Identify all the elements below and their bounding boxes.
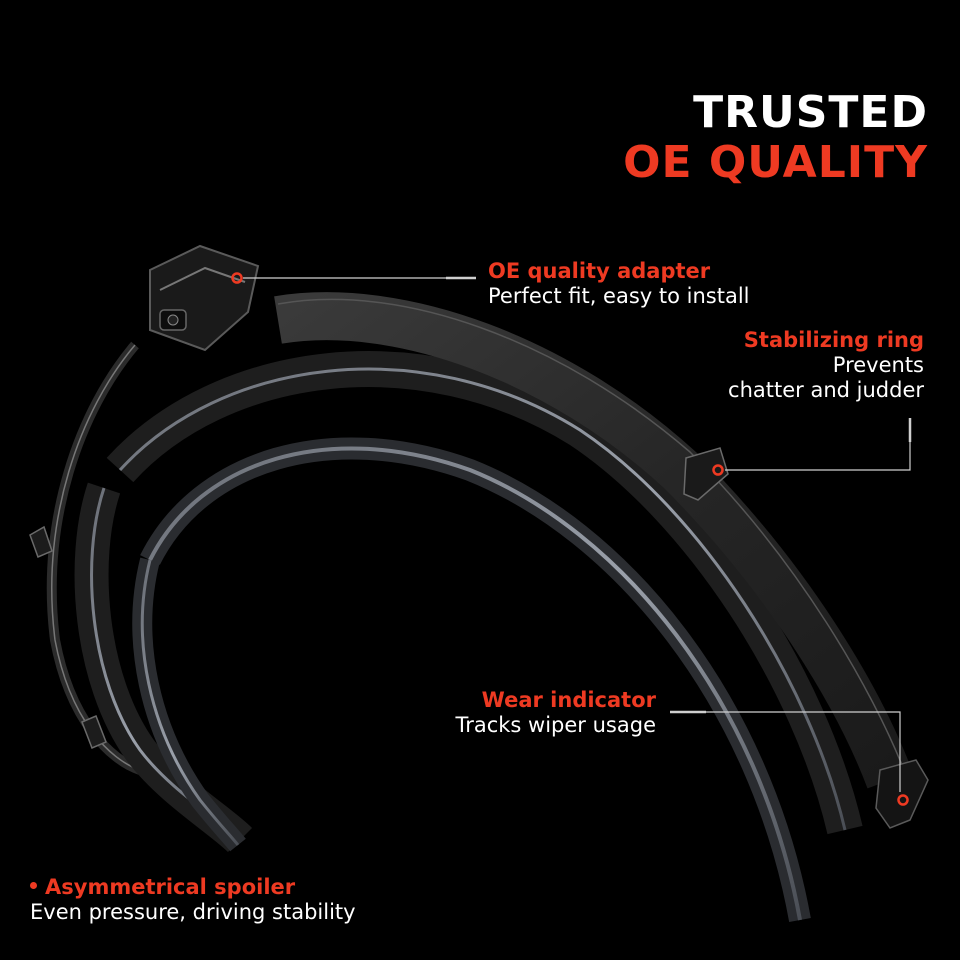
callout-spoiler-title: Asymmetrical spoiler (30, 875, 356, 900)
ring-marker-icon (712, 464, 724, 476)
callout-adapter: OE quality adapter Perfect fit, easy to … (488, 259, 750, 309)
callout-ring-title: Stabilizing ring (743, 328, 924, 352)
frame-clip-lower (81, 715, 107, 749)
callout-spoiler: Asymmetrical spoiler Even pressure, driv… (30, 875, 356, 925)
headline: TRUSTED OE QUALITY (623, 88, 928, 188)
frame-clip-upper (29, 525, 53, 559)
adapter-part (149, 244, 260, 352)
spoiler-bullet-icon (30, 881, 37, 889)
headline-line-2: OE QUALITY (623, 137, 928, 188)
callout-ring-description-2: chatter and judder (728, 378, 924, 402)
stabilizing-ring-part (683, 447, 729, 501)
callout-ring: Stabilizing ring Prevents chatter and ju… (728, 328, 924, 403)
wear-marker-icon (897, 794, 909, 806)
leader-lines (243, 276, 912, 792)
callout-ring-description-1: Prevents (832, 353, 924, 377)
callout-wear: Wear indicator Tracks wiper usage (360, 688, 656, 738)
spoiler-arc (274, 292, 913, 789)
callout-adapter-title: OE quality adapter (488, 259, 711, 283)
blade-arc-outer (106, 351, 863, 835)
callout-spoiler-description: Even pressure, driving stability (30, 900, 356, 924)
adapter-marker-icon (231, 272, 243, 284)
callout-wear-title: Wear indicator (481, 688, 656, 712)
callout-adapter-description: Perfect fit, easy to install (488, 284, 750, 308)
callout-spoiler-title-text: Asymmetrical spoiler (45, 875, 296, 899)
callout-wear-description: Tracks wiper usage (455, 713, 656, 737)
headline-line-1: TRUSTED (693, 87, 928, 138)
wear-indicator-part (875, 759, 929, 829)
